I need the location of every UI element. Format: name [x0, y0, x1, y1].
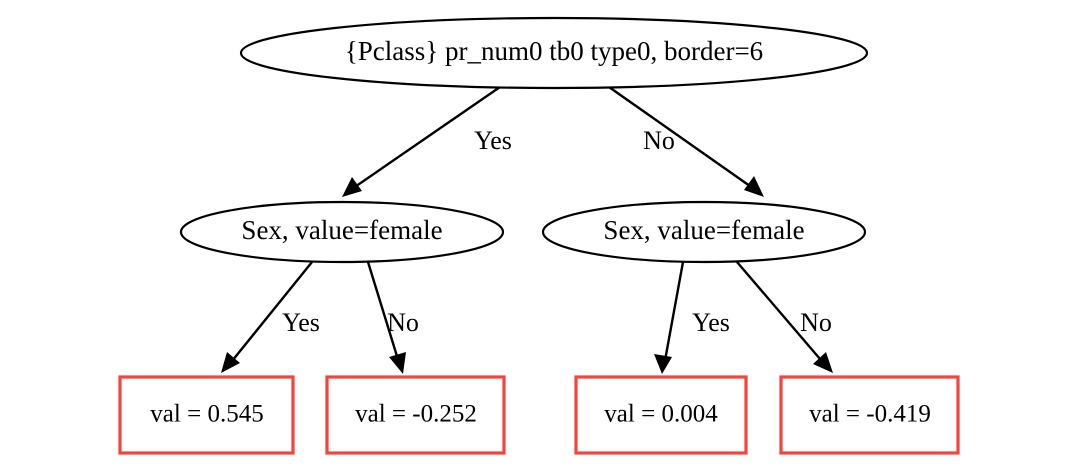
- edge-label-right-no: No: [800, 308, 832, 337]
- node-leaf-2-label: val = -0.252: [355, 401, 477, 428]
- edge-root-to-split-right: No: [608, 86, 764, 197]
- edge-line-root-no: [608, 86, 758, 192]
- node-split-left[interactable]: Sex, value=female: [179, 200, 505, 264]
- node-leaf-1-label: val = 0.545: [150, 401, 263, 428]
- edge-split-left-to-leaf-2: No: [366, 261, 419, 374]
- arrowhead-right-no: [813, 352, 833, 373]
- arrowhead-left-no: [389, 352, 406, 374]
- edge-line-right-no: [736, 261, 827, 367]
- edge-line-root-yes: [348, 86, 501, 192]
- edge-root-to-split-left: Yes: [342, 86, 512, 197]
- node-leaf-1[interactable]: val = 0.545: [118, 375, 295, 455]
- node-leaf-4-label: val = -0.419: [809, 401, 931, 428]
- node-leaf-4-shape[interactable]: [779, 375, 960, 455]
- node-leaf-2-shape[interactable]: [325, 375, 506, 455]
- node-split-right-shape[interactable]: [541, 200, 867, 264]
- node-root[interactable]: {Pclass} pr_num0 tb0 type0, border=6: [239, 16, 869, 90]
- arrowhead-left-yes: [221, 352, 240, 373]
- node-split-left-label: Sex, value=female: [241, 215, 442, 245]
- node-leaf-2[interactable]: val = -0.252: [325, 375, 506, 455]
- edge-line-left-yes: [227, 261, 313, 367]
- node-split-right[interactable]: Sex, value=female: [541, 200, 867, 264]
- edge-split-left-to-leaf-1: Yes: [221, 261, 320, 373]
- node-split-left-shape[interactable]: [179, 200, 505, 264]
- node-split-right-label: Sex, value=female: [603, 215, 804, 245]
- edge-line-left-no: [366, 261, 402, 367]
- node-root-label: {Pclass} pr_num0 tb0 type0, border=6: [345, 36, 763, 66]
- node-leaf-3-label: val = 0.004: [604, 401, 718, 428]
- node-leaf-3-shape[interactable]: [574, 375, 748, 455]
- node-leaf-3[interactable]: val = 0.004: [574, 375, 748, 455]
- edge-line-right-yes: [662, 261, 685, 367]
- edge-label-left-yes: Yes: [282, 308, 320, 337]
- edge-label-right-yes: Yes: [692, 308, 730, 337]
- arrowhead-right-yes: [654, 354, 672, 374]
- edge-label-left-no: No: [387, 308, 419, 337]
- arrowhead-root-yes: [342, 177, 362, 197]
- node-leaf-4[interactable]: val = -0.419: [779, 375, 960, 455]
- node-root-shape[interactable]: [239, 16, 869, 90]
- edge-label-root-no: No: [643, 126, 675, 155]
- edge-label-root-yes: Yes: [474, 126, 512, 155]
- edge-split-right-to-leaf-3: Yes: [654, 261, 730, 374]
- edge-split-right-to-leaf-4: No: [736, 261, 833, 373]
- node-leaf-1-shape[interactable]: [118, 375, 295, 455]
- arrowhead-root-no: [744, 176, 764, 197]
